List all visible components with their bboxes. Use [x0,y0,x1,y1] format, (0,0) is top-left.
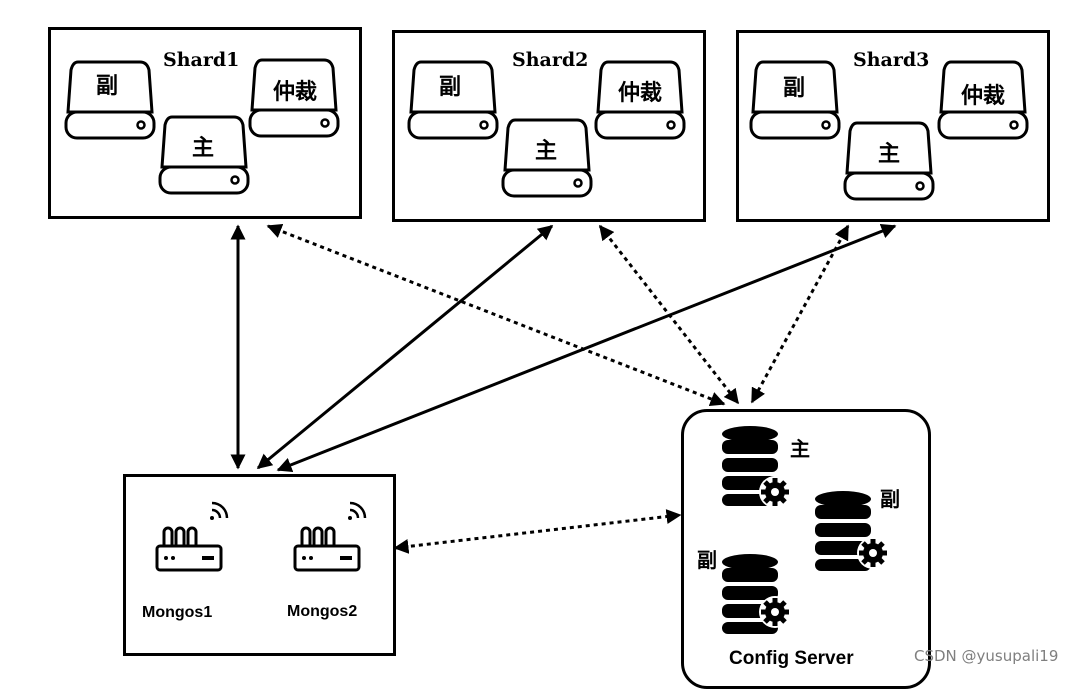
shard3-secondary-label: 副 [783,76,806,101]
config-server-title: Config Server [729,648,854,669]
edge-shard2-config [598,224,740,405]
shard2-primary-label: 主 [535,139,558,164]
shard3-arbiter-label: 仲裁 [961,84,1006,109]
shard2-disks [407,60,686,198]
wifi-icon [348,501,367,520]
disk-icon [407,60,499,140]
config-secondary-label-right: 副 [880,487,900,511]
shard3-title: Shard3 [853,49,930,71]
router-icon [293,526,361,572]
edge-shard3-config [750,224,850,404]
shard1-arbiter-label: 仲裁 [273,80,318,105]
disk-icon [937,60,1029,140]
gear-icon [759,476,791,508]
config-secondary-label-left: 副 [697,548,717,572]
gear-icon [857,537,889,569]
shard3-primary-label: 主 [878,142,901,167]
shard1-primary-label: 主 [192,136,215,161]
database-icon [815,491,871,571]
mongos-icons [155,501,367,572]
mongos2-label: Mongos2 [287,603,358,620]
disk-icon [158,115,250,195]
disk-icon [248,58,340,138]
disk-icon [594,60,686,140]
shard2-title: Shard2 [512,49,589,71]
mongos1-label: Mongos1 [142,604,213,621]
shard2-arbiter-label: 仲裁 [618,81,663,106]
shard3-disks [749,60,1029,201]
watermark: CSDN @yusupali19 [914,647,1059,665]
config-primary-label: 主 [790,437,810,461]
shard2-secondary-label: 副 [439,75,462,100]
disk-icon [64,60,156,140]
shard1-disks [64,58,340,195]
connection-layer [230,223,897,554]
disk-icon [749,60,841,140]
router-icon [155,526,223,572]
disk-icon [843,121,935,201]
shard1-title: Shard1 [163,49,240,71]
config-server-icons [722,426,889,634]
gear-icon [759,596,791,628]
wifi-icon [210,501,229,520]
shard1-secondary-label: 副 [96,74,119,99]
disk-icon [501,118,593,198]
edge-shard1-config [266,223,726,407]
